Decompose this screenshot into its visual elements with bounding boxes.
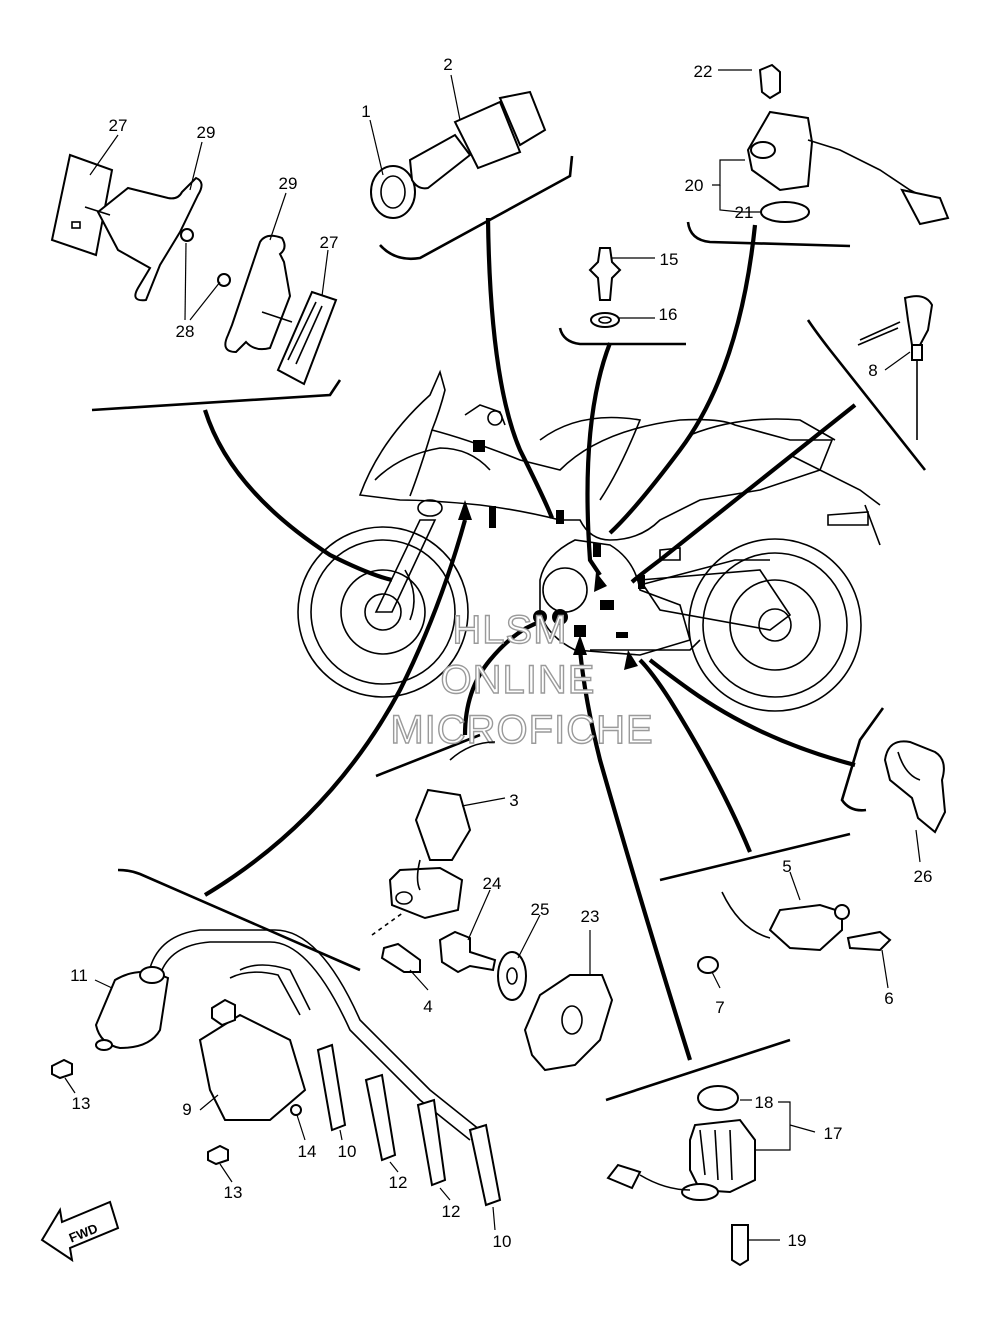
callout-10b: 10 [493,1232,512,1251]
callout-23: 23 [581,907,600,926]
callout-20: 20 [685,176,704,195]
callout-4: 4 [423,997,432,1016]
rear-wheel [688,538,862,712]
leader-lines [64,69,921,1241]
reflector-group [50,153,338,386]
callout-24: 24 [483,874,502,893]
callout-15: 15 [660,250,679,269]
callout-6: 6 [884,989,893,1008]
sensor-8 [857,295,934,440]
switch-5-6-7 [697,891,892,974]
callout-1: 1 [361,102,370,121]
callout-11: 11 [70,966,88,985]
rotor-23-24-25 [438,930,614,1072]
sensor-17-18-19 [606,1085,756,1267]
callout-numbers: 1 2 3 4 5 6 7 8 9 10 10 11 12 12 13 13 1… [70,55,932,1251]
watermark-line-1: HLSM [452,608,567,652]
callout-7: 7 [715,998,724,1017]
callout-21: 21 [735,203,754,222]
callout-29b: 29 [279,174,298,193]
callout-27b: 27 [320,233,339,252]
clamp-26 [883,740,947,834]
sensor-3-4 [371,741,496,973]
watermark: HLSM ONLINE MICROFICHE [390,607,654,752]
watermark-line-3: MICROFICHE [390,708,653,752]
group-frames [91,155,927,1102]
callout-9: 9 [182,1100,191,1119]
ignition-coils [51,929,502,1207]
callout-18: 18 [755,1093,774,1112]
callout-26: 26 [914,867,933,886]
callout-3: 3 [509,791,518,810]
callout-12a: 12 [389,1173,408,1192]
callout-29a: 29 [197,123,216,142]
motorcycle [297,369,881,712]
callout-17: 17 [824,1124,843,1143]
front-wheel [297,526,469,698]
callout-12b: 12 [442,1202,461,1221]
callout-5: 5 [782,857,791,876]
callout-22: 22 [694,62,713,81]
callout-27a: 27 [109,116,128,135]
watermark-line-2: ONLINE [441,658,596,702]
callout-8: 8 [868,361,877,380]
callout-2: 2 [443,55,452,74]
sensor-top-right [746,63,950,226]
callout-13a: 13 [72,1094,91,1113]
callout-13b: 13 [224,1183,243,1202]
callout-16: 16 [659,305,678,324]
callout-10a: 10 [338,1142,357,1161]
sensor-top-middle [370,90,547,219]
callout-19: 19 [788,1231,807,1250]
switch-15-16 [588,247,622,328]
callout-28: 28 [176,322,195,341]
fwd-arrow-icon: FWD [40,1200,120,1263]
callout-25: 25 [531,900,550,919]
callout-14: 14 [298,1142,317,1161]
